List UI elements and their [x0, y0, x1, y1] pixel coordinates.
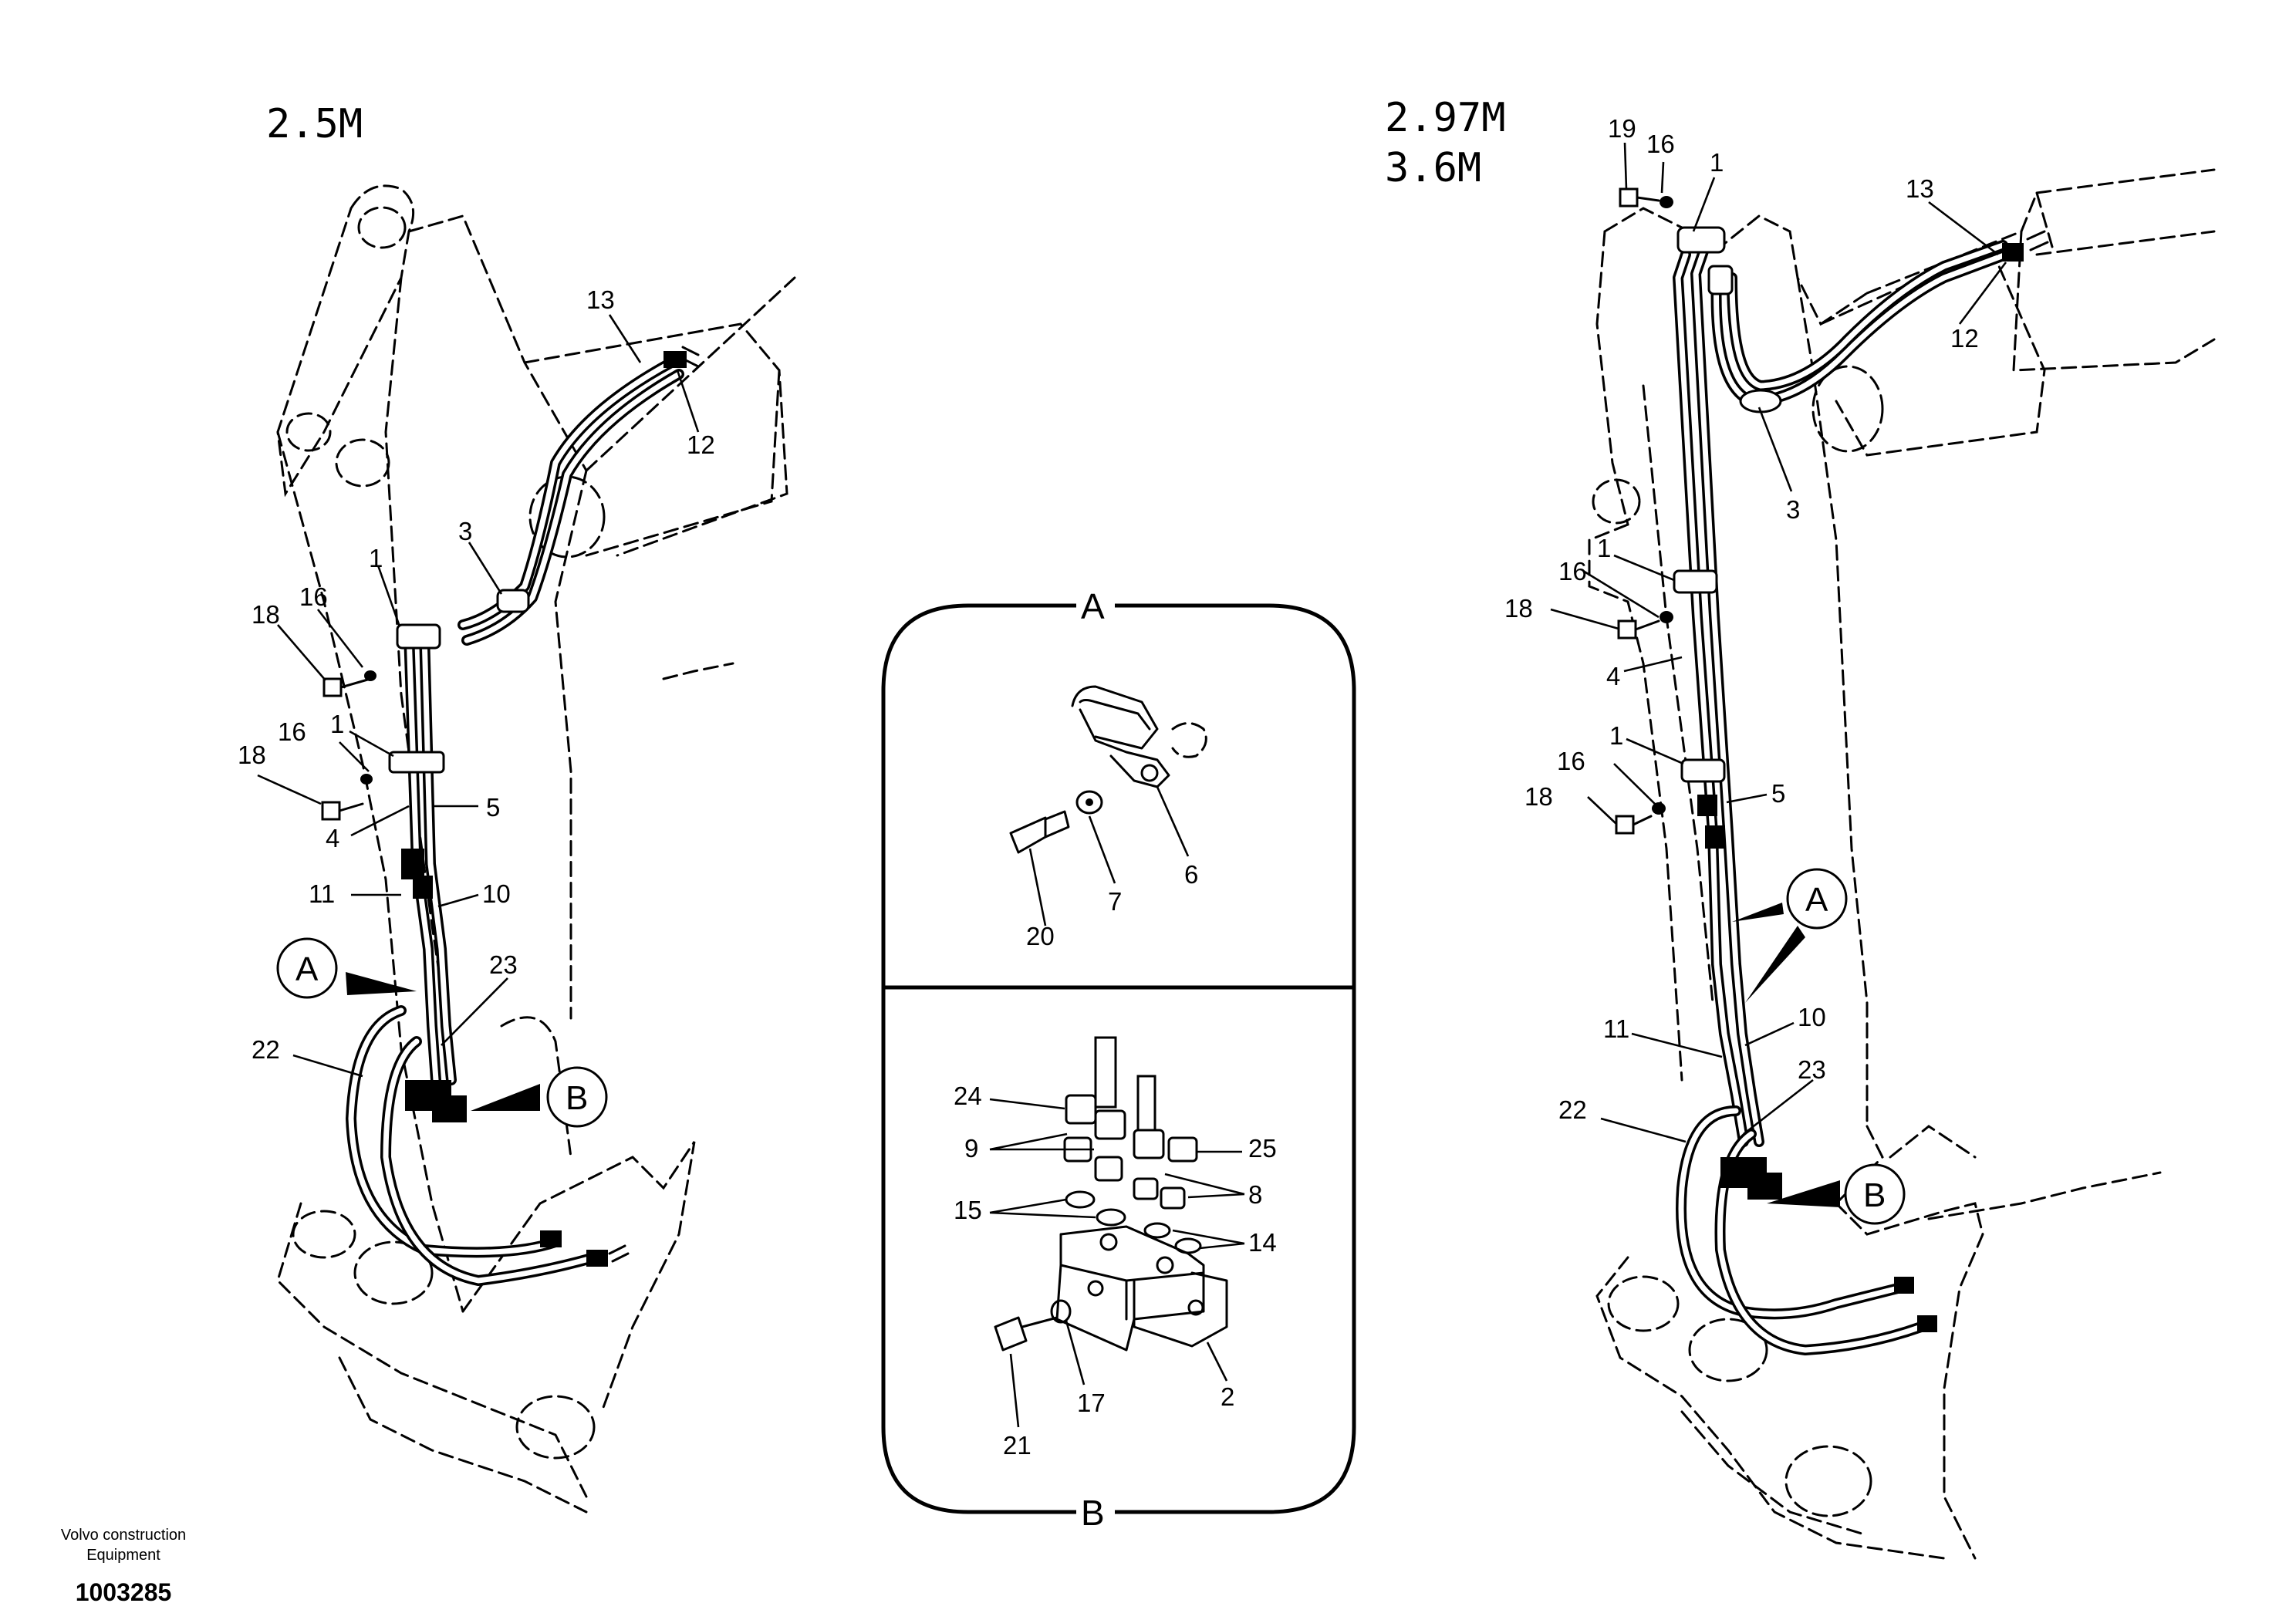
callout-16: 16: [1558, 557, 1587, 586]
right-bubble-b: B: [1767, 1163, 1906, 1225]
callout-12: 12: [687, 430, 715, 459]
right-bubble-a: A: [1732, 868, 1848, 1003]
callout-17: 17: [1077, 1389, 1106, 1417]
callout-6: 6: [1184, 860, 1198, 889]
footer: Volvo construction Equipment 1003285: [61, 1527, 186, 1606]
callout-13: 13: [1906, 174, 1934, 203]
callout-16: 16: [299, 582, 328, 611]
callout-22: 22: [252, 1035, 280, 1064]
callout-22: 22: [1558, 1095, 1587, 1124]
left-callouts: 1 16 18 16 1 18 4 5 11 10 23 22 3 13 12: [238, 285, 715, 1064]
callout-21: 21: [1003, 1431, 1032, 1460]
callout-10: 10: [1798, 1003, 1826, 1031]
callout-5: 5: [1771, 779, 1785, 808]
svg-text:B: B: [1863, 1176, 1886, 1214]
callout-7: 7: [1108, 887, 1122, 916]
callout-4: 4: [1606, 662, 1620, 690]
callout-1: 1: [1609, 721, 1623, 750]
svg-text:B: B: [566, 1079, 588, 1117]
left-hardware: [321, 346, 700, 1267]
callout-18: 18: [238, 741, 266, 769]
detail-b-block: 24 9 25 8 15 14 2 17 21: [954, 1036, 1277, 1460]
callout-24: 24: [954, 1082, 982, 1110]
callout-25: 25: [1248, 1134, 1277, 1163]
right-callouts: 19 16 1 13 12 3 1 16 18 4 1 16 18 5 11 1…: [1504, 114, 1979, 1124]
callout-3: 3: [458, 517, 472, 545]
callout-1: 1: [330, 710, 344, 738]
callout-11: 11: [309, 879, 335, 908]
left-title: 2.5M: [266, 101, 363, 147]
callout-9: 9: [964, 1134, 978, 1163]
callout-12: 12: [1950, 324, 1979, 353]
detail-label-b: B: [1081, 1493, 1105, 1533]
callout-13: 13: [586, 285, 615, 314]
callout-2: 2: [1221, 1382, 1234, 1411]
right-hardware: [1615, 187, 2049, 1332]
callout-18: 18: [1524, 782, 1553, 811]
callout-18: 18: [1504, 594, 1533, 623]
detail-a-clamp: 6 7 20: [1009, 685, 1207, 950]
callout-19: 19: [1608, 114, 1636, 143]
callout-11: 11: [1603, 1014, 1629, 1043]
callout-16: 16: [278, 717, 306, 746]
callout-15: 15: [954, 1196, 982, 1224]
callout-18: 18: [252, 600, 280, 629]
callout-16: 16: [1557, 747, 1585, 775]
detail-panel: A B 6 7 20: [881, 586, 1356, 1533]
figure-id: 1003285: [76, 1578, 172, 1606]
callout-5: 5: [486, 793, 500, 822]
right-leaders: [1550, 142, 2007, 1143]
callout-3: 3: [1786, 495, 1800, 524]
callout-10: 10: [482, 879, 511, 908]
callout-1: 1: [369, 544, 383, 572]
svg-text:A: A: [295, 950, 319, 988]
left-bubble-a: A: [276, 937, 417, 999]
callout-14: 14: [1248, 1228, 1277, 1257]
callout-23: 23: [489, 950, 518, 979]
left-bubble-b: B: [471, 1066, 608, 1128]
svg-text:A: A: [1805, 881, 1828, 919]
left-arm-outline: [276, 184, 796, 1514]
left-leaders: [257, 314, 700, 1078]
right-title-line1: 2.97M: [1385, 95, 1506, 141]
callout-16: 16: [1646, 130, 1675, 158]
company-name-line1: Volvo construction: [61, 1527, 186, 1544]
left-hoses: [346, 357, 684, 1286]
right-view: 2.97M 3.6M: [1385, 95, 2216, 1560]
left-view: 2.5M: [238, 101, 796, 1514]
callout-1: 1: [1710, 148, 1724, 177]
callout-23: 23: [1798, 1055, 1826, 1084]
callout-1: 1: [1597, 534, 1611, 562]
callout-8: 8: [1248, 1180, 1262, 1209]
callout-20: 20: [1026, 922, 1055, 950]
detail-label-a: A: [1081, 586, 1105, 626]
right-title-line2: 3.6M: [1385, 145, 1481, 191]
company-name-line2: Equipment: [86, 1547, 160, 1564]
right-hoses: [1673, 240, 2011, 1355]
callout-4: 4: [326, 824, 339, 852]
